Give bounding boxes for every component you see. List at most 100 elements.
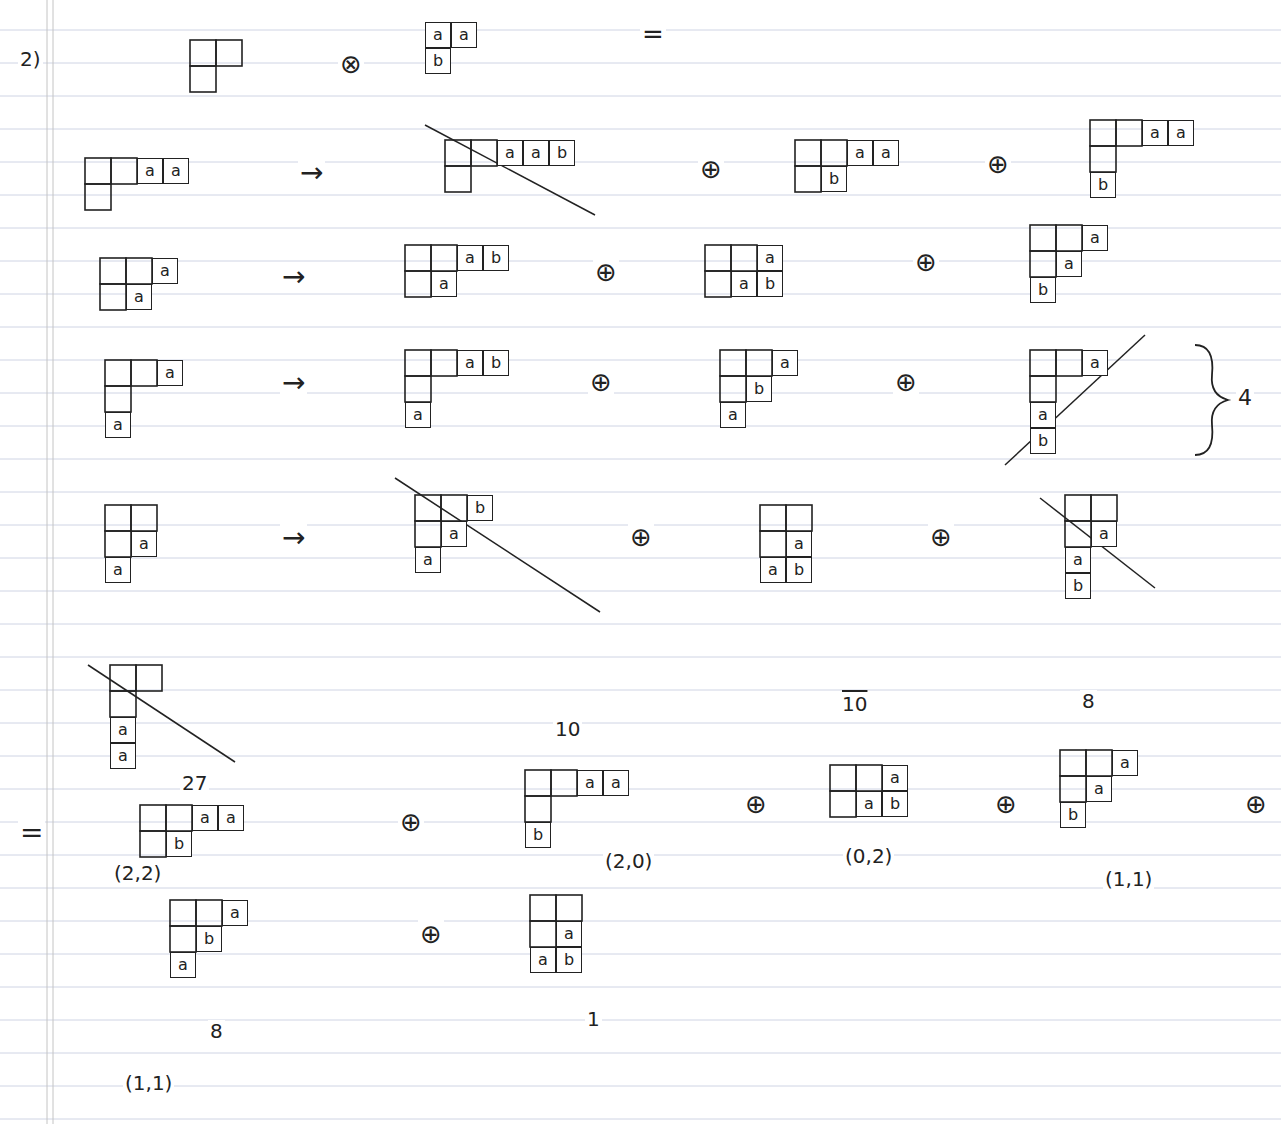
- rule-line: [0, 327, 1281, 328]
- cell-letter: b: [765, 276, 775, 292]
- empty-cell: [1030, 376, 1056, 402]
- math-label: (1,1): [1103, 868, 1154, 890]
- empty-cell: [196, 900, 222, 926]
- rule-line: [0, 1086, 1281, 1087]
- empty-cell: [105, 360, 131, 386]
- rule-line: [0, 96, 1281, 97]
- empty-cell: [170, 900, 196, 926]
- rule-line: [0, 162, 1281, 163]
- math-label: →: [280, 368, 307, 399]
- cell-letter: b: [204, 931, 214, 947]
- tableau-cell: b: [757, 271, 783, 297]
- tableau-cell: b: [821, 166, 847, 192]
- tableau-cell: b: [786, 557, 812, 583]
- empty-cell: [105, 386, 131, 412]
- tableau-cell: a: [530, 947, 556, 973]
- empty-cell: [525, 770, 551, 796]
- cell-letter: a: [864, 796, 874, 812]
- strike-line: [1040, 498, 1155, 588]
- cell-letter: a: [739, 276, 749, 292]
- cell-letter: a: [538, 952, 548, 968]
- empty-cell: [405, 376, 431, 402]
- cell-letter: b: [433, 53, 443, 69]
- math-label: 2): [18, 48, 43, 70]
- tableau-cell: b: [483, 350, 509, 376]
- empty-cell: [431, 245, 457, 271]
- tableau-cell: a: [873, 140, 899, 166]
- empty-cell: [1091, 495, 1117, 521]
- math-label: →: [280, 523, 307, 554]
- math-label: (2,2): [112, 862, 163, 884]
- tableau-cell: b: [483, 245, 509, 271]
- tableau-cell: a: [772, 350, 798, 376]
- tableau-cell: a: [1091, 521, 1117, 547]
- empty-cell: [85, 184, 111, 210]
- empty-cell: [190, 40, 216, 66]
- empty-cell: [216, 40, 242, 66]
- cell-letter: b: [1073, 578, 1083, 594]
- empty-cell: [131, 360, 157, 386]
- math-label: ⊕: [893, 368, 919, 397]
- tableau-cell: a: [163, 158, 189, 184]
- tableau-cell: a: [451, 22, 477, 48]
- curly-brace: [1195, 345, 1228, 455]
- rule-line: [0, 723, 1281, 724]
- empty-cell: [140, 805, 166, 831]
- empty-cell: [795, 166, 821, 192]
- tableau-cell: a: [856, 791, 882, 817]
- rule-line: [0, 129, 1281, 130]
- empty-cell: [190, 66, 216, 92]
- empty-cell: [1030, 251, 1056, 277]
- empty-cell: [786, 505, 812, 531]
- rule-line: [0, 294, 1281, 295]
- cell-letter: a: [1094, 781, 1104, 797]
- tableau-cell: a: [720, 402, 746, 428]
- tableau-cell: a: [170, 952, 196, 978]
- cell-letter: a: [113, 417, 123, 433]
- math-label: ⊕: [913, 248, 939, 277]
- tableau-cell: b: [467, 495, 493, 521]
- rule-line: [0, 492, 1281, 493]
- tableau-cell: a: [556, 921, 582, 947]
- math-label: →: [298, 158, 325, 189]
- cell-letter: a: [1090, 230, 1100, 246]
- tableau-cell: a: [131, 531, 157, 557]
- empty-cell: [795, 140, 821, 166]
- tableau-cell: a: [110, 717, 136, 743]
- empty-cell: [110, 665, 136, 691]
- empty-cell: [1065, 495, 1091, 521]
- cell-letter: a: [433, 27, 443, 43]
- rule-line: [0, 657, 1281, 658]
- rule-line: [0, 921, 1281, 922]
- cell-letter: a: [118, 748, 128, 764]
- rule-line: [0, 195, 1281, 196]
- empty-cell: [551, 770, 577, 796]
- math-label: =: [18, 818, 45, 849]
- empty-cell: [556, 895, 582, 921]
- cell-letter: a: [765, 250, 775, 266]
- math-label: ⊕: [588, 368, 614, 397]
- tableau-cell: b: [1030, 428, 1056, 454]
- tableau-cell: a: [441, 521, 467, 547]
- empty-cell: [100, 258, 126, 284]
- tableau-cell: a: [405, 402, 431, 428]
- cell-letter: a: [1090, 355, 1100, 371]
- tableau-cell: a: [152, 258, 178, 284]
- cell-letter: a: [118, 722, 128, 738]
- empty-cell: [1090, 146, 1116, 172]
- empty-cell: [705, 271, 731, 297]
- cell-letter: b: [794, 562, 804, 578]
- empty-cell: [1116, 120, 1142, 146]
- rule-line: [0, 261, 1281, 262]
- empty-cell: [100, 284, 126, 310]
- cell-letter: a: [728, 407, 738, 423]
- empty-cell: [415, 521, 441, 547]
- empty-cell: [821, 140, 847, 166]
- cell-letter: b: [491, 250, 501, 266]
- cell-letter: a: [139, 536, 149, 552]
- cell-letter: a: [200, 810, 210, 826]
- cell-letter: a: [794, 536, 804, 552]
- empty-cell: [405, 350, 431, 376]
- tableau-cell: b: [196, 926, 222, 952]
